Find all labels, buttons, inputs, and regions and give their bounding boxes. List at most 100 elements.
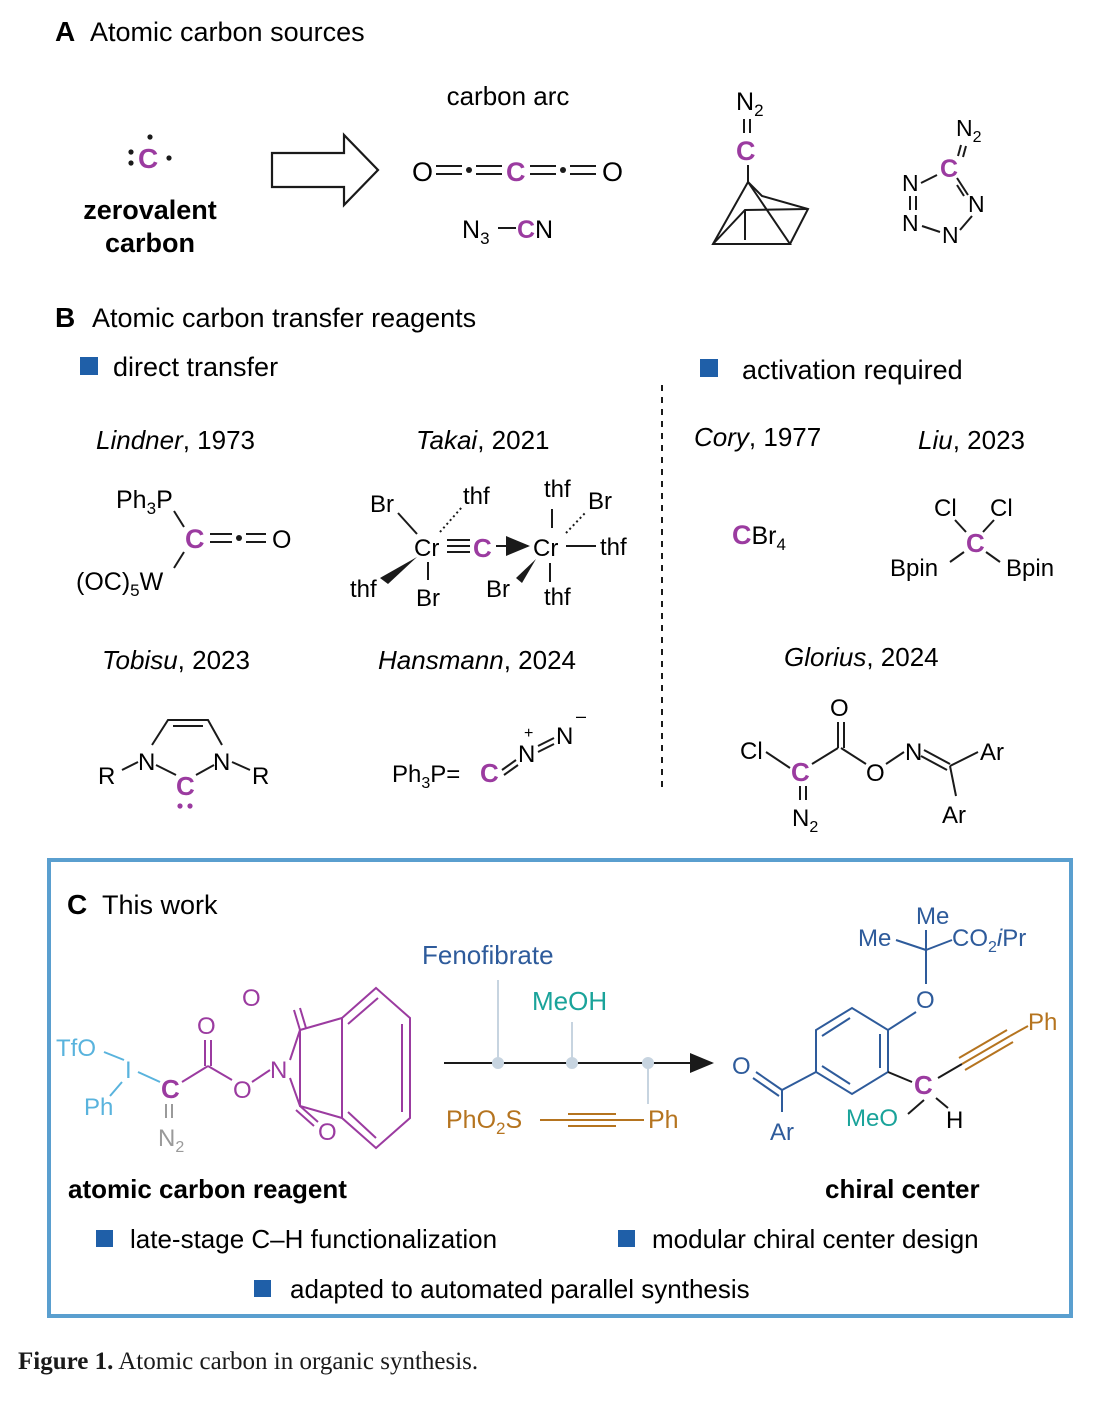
bullet-square-icon <box>700 359 718 377</box>
bullet-square-icon <box>254 1280 271 1297</box>
section-c-frame <box>47 858 1073 1318</box>
svg-text:(OC)5W: (OC)5W <box>76 568 164 600</box>
bullet-automated: adapted to automated parallel synthesis <box>290 1274 750 1304</box>
svg-text:Cl: Cl <box>990 495 1013 522</box>
svg-text:TfO: TfO <box>56 1035 96 1062</box>
svg-text:H: H <box>946 1107 963 1134</box>
svg-text:Bpin: Bpin <box>890 555 938 582</box>
svg-text:Ph: Ph <box>1028 1009 1057 1036</box>
svg-text:N2: N2 <box>792 805 818 836</box>
svg-text:Cl: Cl <box>934 495 957 522</box>
svg-text:I: I <box>125 1057 132 1084</box>
fenofibrate-label: Fenofibrate <box>422 940 554 970</box>
svg-text:Br: Br <box>486 576 510 603</box>
svg-text:O: O <box>866 760 885 787</box>
svg-text:thf: thf <box>350 576 377 603</box>
bullet-square-icon <box>96 1230 113 1247</box>
svg-text:MeO: MeO <box>846 1105 898 1132</box>
svg-text:N2: N2 <box>158 1125 184 1156</box>
chiral-product-structure: Me Me CO2iPr O O Ar C Ph MeO H <box>732 903 1057 1146</box>
activation-required-label: activation required <box>742 355 963 385</box>
bullet-square-icon <box>618 1230 635 1247</box>
svg-text:Bpin: Bpin <box>1006 555 1054 582</box>
svg-text:N: N <box>138 749 155 776</box>
reaction-arrow <box>444 980 714 1104</box>
svg-text:C: C <box>791 757 810 787</box>
svg-text:Ph3P=: Ph3P= <box>392 761 460 792</box>
ref-glorius: Glorius, 2024 <box>784 642 939 672</box>
svg-text:C: C <box>176 771 195 801</box>
svg-text:C: C <box>480 758 499 788</box>
svg-text:thf: thf <box>544 476 571 503</box>
liu-structure: Cl Cl C Bpin Bpin <box>890 495 1054 582</box>
svg-text:O: O <box>412 157 433 187</box>
svg-text:C: C <box>914 1070 933 1100</box>
svg-text:C: C <box>517 216 535 244</box>
svg-text:Me: Me <box>916 903 949 930</box>
diazo-quadricyclane-structure: N2 C <box>711 88 810 245</box>
svg-text:N: N <box>942 222 959 248</box>
atomic-carbon-reagent-structure: TfO I Ph C N2 O O N O O <box>56 985 411 1156</box>
svg-text:CBr4: CBr4 <box>732 520 786 554</box>
ref-lindner: Lindner, 1973 <box>96 425 255 455</box>
reagent-label: atomic carbon reagent <box>68 1174 347 1204</box>
lindner-structure: Ph3P C O (OC)5W <box>76 486 291 600</box>
glorius-structure: Cl C N2 O O N Ar Ar <box>740 695 1004 836</box>
cyanogen-azide-structure: N3 C N <box>462 216 553 248</box>
section-c-letter: C <box>67 889 87 920</box>
svg-text:O: O <box>197 1013 216 1040</box>
bullet-modular: modular chiral center design <box>652 1224 979 1254</box>
svg-text:CO2iPr: CO2iPr <box>952 925 1026 956</box>
svg-text:Br: Br <box>588 488 612 515</box>
svg-text:C: C <box>940 155 958 183</box>
product-label: chiral center <box>825 1174 980 1204</box>
svg-text:N: N <box>556 723 573 750</box>
ref-liu: Liu, 2023 <box>918 425 1025 455</box>
svg-text:C: C <box>506 157 526 187</box>
ref-takai: Takai, 2021 <box>416 425 550 455</box>
svg-text:thf: thf <box>600 534 627 561</box>
hollow-arrow-icon <box>270 132 380 208</box>
direct-transfer-label: direct transfer <box>113 352 278 382</box>
caption-label: Figure 1. <box>18 1348 114 1375</box>
hansmann-structure: Ph3P= C N + N – <box>392 706 586 792</box>
svg-text:C: C <box>966 528 985 558</box>
svg-text:O: O <box>233 1077 252 1104</box>
takai-structure: Br thf Cr C Cr thf Br thf thf Br Br thf <box>350 476 627 612</box>
svg-text:Ar: Ar <box>942 802 966 829</box>
svg-text:N: N <box>968 191 985 217</box>
zerovalent-label-line1: zerovalent <box>83 195 217 225</box>
bullet-square-icon <box>80 357 98 375</box>
ref-hansmann: Hansmann, 2024 <box>378 645 576 675</box>
carbon-suboxide-structure: O C O <box>412 157 623 187</box>
svg-text:–: – <box>576 706 586 726</box>
svg-text:N: N <box>518 741 535 768</box>
tobisu-structure: N N C R R <box>98 719 269 809</box>
section-a-letter: A <box>55 16 75 47</box>
svg-text:Cr: Cr <box>414 535 439 562</box>
svg-text:Br: Br <box>370 491 394 518</box>
svg-text:O: O <box>318 1119 337 1146</box>
svg-text:N3: N3 <box>462 216 490 248</box>
ref-cory: Cory, 1977 <box>694 422 821 452</box>
svg-text:PhO2S: PhO2S <box>446 1106 522 1138</box>
meoh-label: MeOH <box>532 986 607 1016</box>
svg-text:Ph: Ph <box>648 1106 679 1134</box>
svg-text:N: N <box>902 210 919 236</box>
section-b-title: Atomic carbon transfer reagents <box>92 303 476 333</box>
diazo-tetrazole-structure: N2 C N N N N <box>902 115 985 248</box>
svg-text:Br: Br <box>416 585 440 612</box>
carbon-arc-label: carbon arc <box>447 81 570 111</box>
svg-text:Ph3P: Ph3P <box>116 486 173 518</box>
svg-text:O: O <box>916 987 935 1014</box>
svg-text:N: N <box>535 216 553 244</box>
svg-text:C: C <box>161 1074 180 1104</box>
svg-text:R: R <box>252 763 269 790</box>
svg-text:N: N <box>905 739 922 766</box>
svg-text:thf: thf <box>544 584 571 611</box>
section-a-title: Atomic carbon sources <box>90 17 365 47</box>
figure-canvas: A Atomic carbon sources C zerovalent car… <box>55 16 1057 1304</box>
svg-text:Ar: Ar <box>770 1119 794 1146</box>
svg-text:+: + <box>524 725 533 742</box>
section-c-title: This work <box>102 890 218 920</box>
